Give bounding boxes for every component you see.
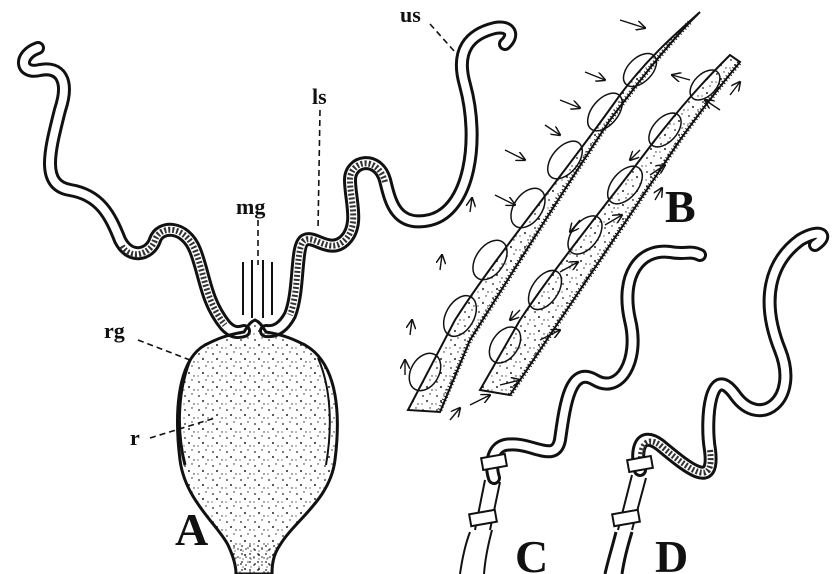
label-us: us — [400, 2, 421, 27]
label-mg: mg — [236, 194, 265, 219]
panel-label-a: A — [175, 504, 208, 555]
tubule-left — [24, 48, 244, 332]
band-d-1 — [627, 456, 653, 472]
leader-us — [430, 24, 455, 52]
panel-label-c: C — [515, 531, 548, 574]
panel-d: D — [605, 234, 822, 574]
panel-label-d: D — [655, 531, 688, 574]
tubule-right — [266, 27, 510, 331]
leader-rg — [138, 340, 190, 360]
panel-label-b: B — [665, 181, 696, 232]
leader-ls — [318, 110, 320, 230]
midgut — [243, 260, 272, 318]
panel-a: us ls mg rg r A — [24, 2, 510, 574]
label-rg: rg — [104, 318, 125, 343]
band-c-2 — [469, 510, 497, 526]
tubule-section-upper — [480, 55, 740, 395]
label-ls: ls — [312, 84, 327, 109]
brush-border — [440, 22, 690, 410]
panel-b: B — [403, 12, 740, 420]
band-c-1 — [481, 454, 507, 470]
label-r: r — [130, 425, 140, 450]
band-d-2 — [612, 510, 640, 526]
